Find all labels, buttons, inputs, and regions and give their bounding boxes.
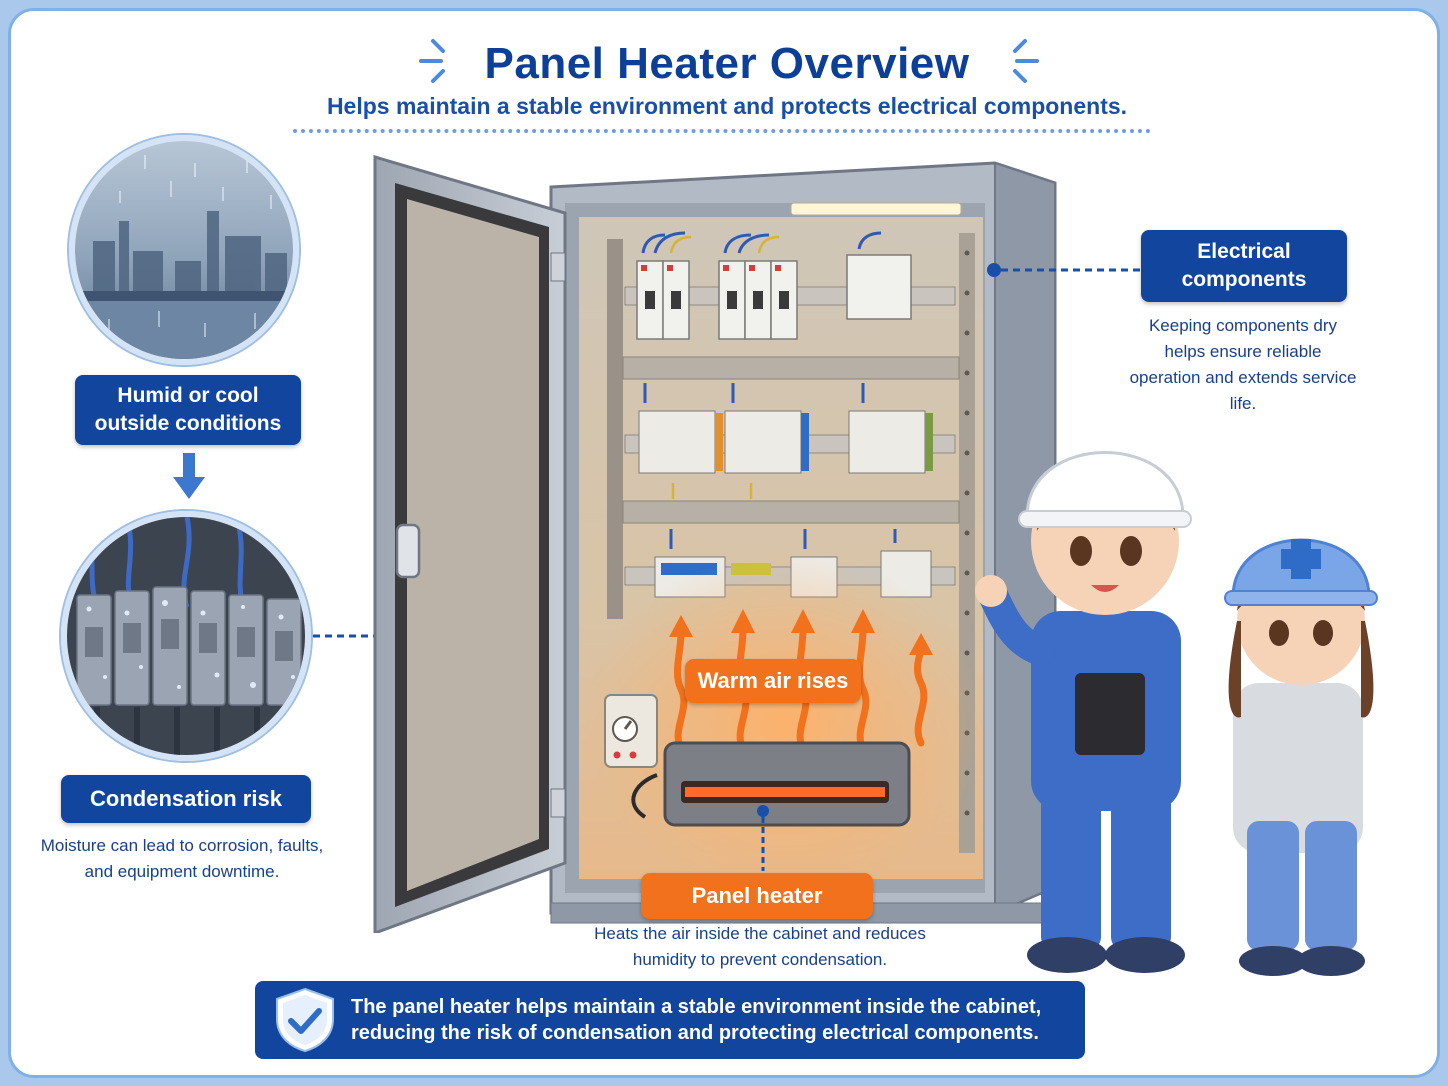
infographic-frame: Panel Heater Overview Helps maintain a s… [8,8,1440,1078]
electrical-components-label: Electrical components [1141,230,1347,302]
engineers-illustration [975,451,1378,976]
condensation-image [61,511,311,761]
summary-text: The panel heater helps maintain a stable… [351,996,1042,1044]
page-title: Panel Heater Overview [484,39,970,88]
page-subtitle: Helps maintain a stable environment and … [326,93,1128,119]
panel-heater-label: Panel heater [641,873,873,919]
down-arrow-icon [173,453,205,499]
cabinet-illustration [373,154,1057,933]
header-divider [293,129,1151,133]
summary-banner: The panel heater helps maintain a stable… [255,981,1085,1059]
title-spark-right-icon [1013,39,1039,83]
condensation-description: Moisture can lead to corrosion, faults, … [40,836,324,881]
engineer-right [1224,538,1378,976]
condensation-risk-label: Condensation risk [61,775,311,823]
heater-description: Heats the air inside the cabinet and red… [594,924,926,969]
heater-connector [757,805,769,871]
components-description: Keeping components dry helps ensure reli… [1129,316,1357,413]
engineer-left [975,451,1192,973]
warm-air-label: Warm air rises [685,659,861,703]
title-spark-left-icon [419,39,445,83]
components-connector [987,263,1141,277]
humid-conditions-label: Humid or cool outside conditions [75,375,301,445]
humid-outside-image [69,135,299,365]
shield-check-icon [276,987,334,1053]
